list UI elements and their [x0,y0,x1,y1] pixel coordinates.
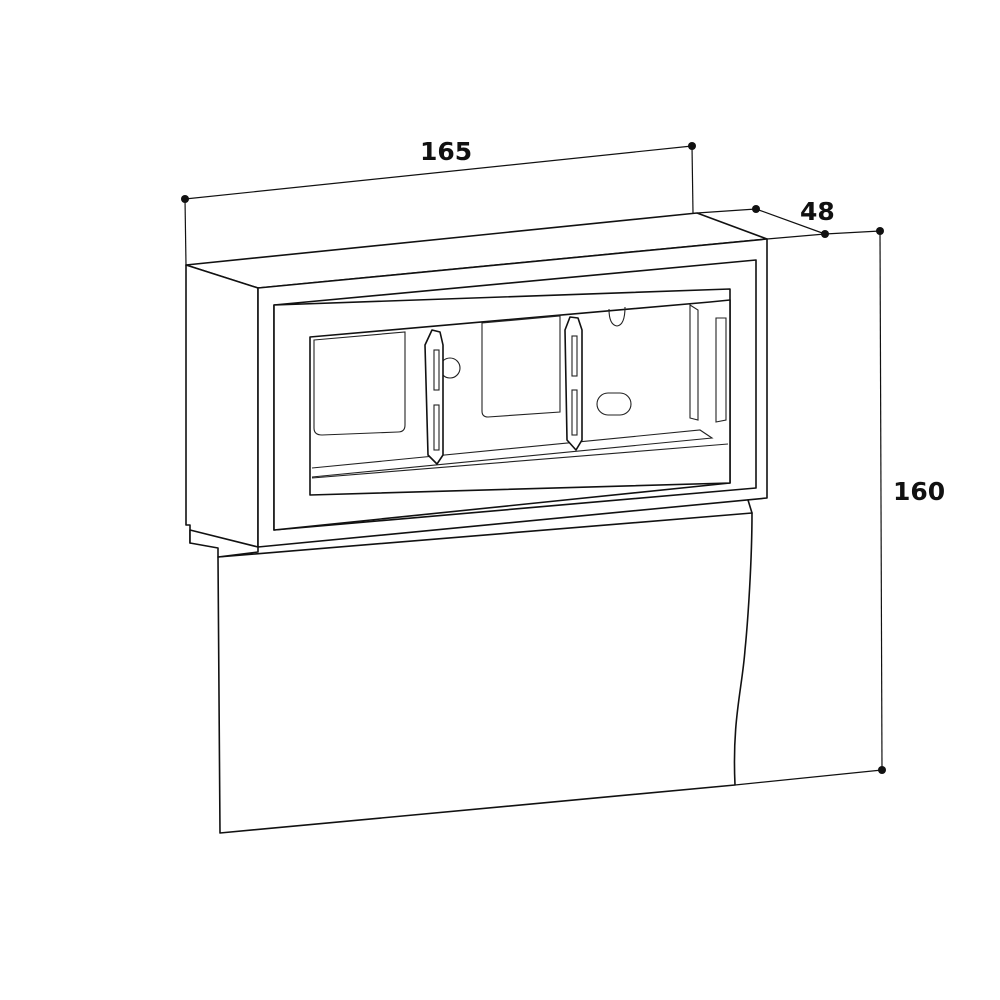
screw-slot [596,392,632,416]
depth-dimension: 48 [696,197,835,240]
width-label: 165 [420,137,472,166]
box-body [185,212,768,558]
mounting-clip-right [564,316,583,451]
screw-slot-top [608,306,626,327]
height-dimension: 160 [824,227,945,774]
height-label: 160 [893,477,945,506]
knockout-middle [481,315,561,418]
mounting-clip-left [424,329,444,465]
depth-label: 48 [800,197,835,226]
box-base-step [189,529,259,558]
box-left-face [185,264,259,548]
width-dimension: 165 [181,137,696,266]
knockout-left [313,331,406,436]
wall-section [217,512,883,834]
